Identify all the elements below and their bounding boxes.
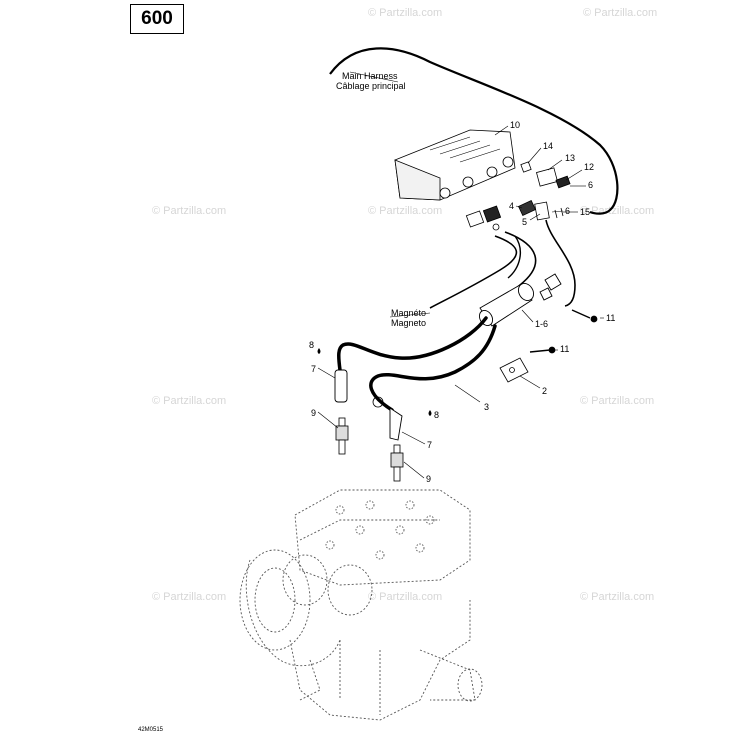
grease-drop-icons	[317, 348, 432, 416]
callout-11-top: 11	[606, 313, 615, 323]
ht-wire-left	[337, 316, 488, 372]
mpem-module	[394, 129, 516, 201]
drop-icon	[317, 348, 321, 354]
watermark-3: © Partzilla.com	[152, 205, 226, 217]
module-wire-3	[545, 219, 576, 307]
watermark-7: © Partzilla.com	[580, 395, 654, 407]
drop-icon	[428, 410, 432, 416]
drawing-code: 42M0515	[138, 727, 164, 733]
callout-12: 12	[584, 162, 594, 172]
callout-1-6: 1-6	[535, 319, 548, 329]
callout-7-left: 7	[311, 364, 316, 374]
callout-9-left: 9	[311, 408, 316, 418]
ht-wire-right	[369, 324, 497, 412]
magneto-wire	[507, 235, 522, 279]
callout-numbers: 10 14 13 12 6 4 5 6 15 11 1-6 11 2 8 7 9…	[309, 120, 615, 484]
connector-cluster	[465, 161, 571, 231]
coil-bracket	[499, 309, 598, 383]
callout-7-right: 7	[427, 440, 432, 450]
watermark-1: © Partzilla.com	[368, 7, 442, 19]
callout-9-right: 9	[426, 474, 431, 484]
watermark-10: © Partzilla.com	[580, 591, 654, 603]
watermark-9: © Partzilla.com	[368, 591, 442, 603]
callout-3: 3	[484, 402, 489, 412]
watermark-8: © Partzilla.com	[152, 591, 226, 603]
main-harness-wire	[329, 47, 619, 215]
spark-plug-caps	[334, 369, 403, 441]
main-harness-label-en: Main Harness	[342, 71, 398, 81]
module-wire-1	[429, 235, 518, 309]
callout-11-bottom: 11	[560, 344, 569, 354]
callout-13: 13	[565, 153, 575, 163]
callout-10: 10	[510, 120, 520, 130]
callout-leaders	[317, 125, 604, 479]
callout-8-left: 8	[309, 340, 314, 350]
callout-6-bottom: 6	[565, 206, 570, 216]
ignition-coil	[478, 273, 562, 327]
watermark-2: © Partzilla.com	[583, 7, 657, 19]
magneto-label-en: Magneto	[391, 318, 426, 328]
model-number-box: 600	[130, 4, 184, 34]
watermark-6: © Partzilla.com	[152, 395, 226, 407]
callout-14: 14	[543, 141, 553, 151]
engine-outline	[239, 489, 483, 721]
magneto-label-fr: Magnéto	[391, 308, 426, 318]
spark-plugs	[335, 417, 404, 482]
watermark-4: © Partzilla.com	[368, 205, 442, 217]
callout-6-top: 6	[588, 180, 593, 190]
callout-4: 4	[509, 201, 514, 211]
watermarks: © Partzilla.com © Partzilla.com © Partzi…	[152, 7, 657, 603]
callout-5: 5	[522, 217, 527, 227]
watermark-5: © Partzilla.com	[580, 205, 654, 217]
model-number: 600	[141, 8, 173, 29]
main-harness-label-fr: Câblage principal	[336, 81, 406, 91]
callout-15: 15	[580, 207, 590, 217]
callout-8-right: 8	[434, 410, 439, 420]
callout-2: 2	[542, 386, 547, 396]
copyright-icon	[372, 396, 384, 408]
